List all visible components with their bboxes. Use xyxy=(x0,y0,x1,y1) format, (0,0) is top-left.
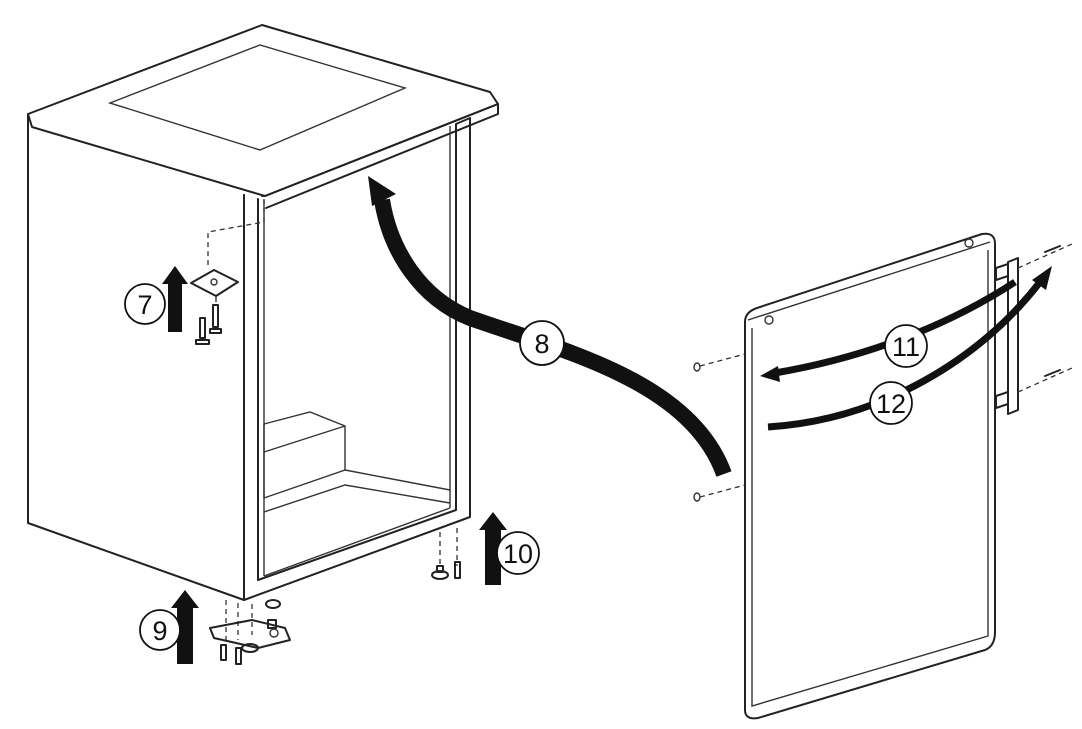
bottom-hinge-assembly xyxy=(209,599,291,665)
step-10-arrow xyxy=(479,512,507,585)
step-12-arrowhead xyxy=(1032,266,1052,290)
cabinet-side-panel xyxy=(27,126,245,601)
hinge-screw xyxy=(454,561,461,579)
step-callout-9: 9 xyxy=(139,609,181,651)
hinge-screw xyxy=(195,317,210,345)
bottom-hinge-bracket xyxy=(209,619,291,649)
inner-compartment xyxy=(263,411,451,499)
step-9-label: 9 xyxy=(152,616,167,646)
worktop-recess xyxy=(107,44,408,151)
hinge-screw xyxy=(235,647,242,665)
cabinet-front-frame xyxy=(243,117,471,601)
cabinet-opening xyxy=(263,507,451,577)
fridge-door xyxy=(693,232,1073,720)
step-callout-12: 12 xyxy=(869,381,913,425)
hinge-pin xyxy=(267,619,277,629)
top-hinge-assembly xyxy=(190,199,265,345)
step-11-label: 11 xyxy=(892,332,920,362)
step-8-label: 8 xyxy=(534,329,549,359)
step-12-arrow xyxy=(767,279,1043,431)
step-callout-8: 8 xyxy=(519,320,565,366)
top-hinge-bracket xyxy=(190,269,239,297)
door-panel xyxy=(744,232,996,720)
step-12-label: 12 xyxy=(876,389,906,419)
hinge-screw xyxy=(220,644,227,661)
step-callout-7: 7 xyxy=(124,283,166,325)
handle-screw xyxy=(1044,245,1061,253)
screw-plug xyxy=(693,492,701,502)
hinge-screw xyxy=(209,304,222,334)
step-7-label: 7 xyxy=(137,290,152,320)
step-10-label: 10 xyxy=(503,539,533,569)
step-callout-11: 11 xyxy=(884,324,928,368)
opposite-side-fittings xyxy=(431,528,461,580)
handle-screw xyxy=(1044,369,1061,377)
cabinet-worktop xyxy=(27,24,499,197)
step-8-arrowhead xyxy=(368,176,396,206)
step-11-arrowhead xyxy=(760,366,780,382)
step-callout-10: 10 xyxy=(496,531,540,575)
step-9-arrow xyxy=(171,590,199,664)
step-7-arrow xyxy=(162,266,188,332)
fridge-cabinet xyxy=(27,24,499,601)
step-8-arrow xyxy=(374,198,732,477)
door-handle xyxy=(1007,257,1019,415)
hinge-washer xyxy=(265,599,281,609)
door-hole xyxy=(964,238,974,248)
screw-plug xyxy=(693,362,701,372)
door-hole xyxy=(764,315,774,325)
